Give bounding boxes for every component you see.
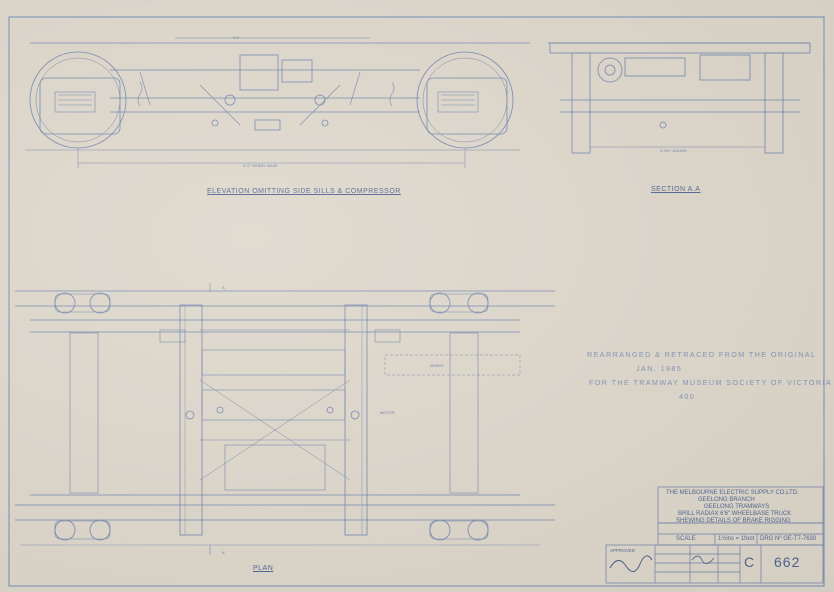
plan-label: PLAN <box>253 565 274 572</box>
section-view <box>548 42 811 154</box>
drawing-number: DRG Nº GE-T7-7630 <box>760 536 817 542</box>
title-line-3: SHEWING DETAILS OF BRAKE RIGGING <box>676 518 791 524</box>
note-line-1: REARRANGED & RETRACED FROM THE ORIGINAL <box>587 350 817 359</box>
elevation-label: ELEVATION OMITTING SIDE SILLS & COMPRESS… <box>207 188 401 195</box>
dim-section: 4'-8½" GAUGE <box>660 148 687 153</box>
dim-wheelbase: 6'-0" WHEEL BASE <box>243 163 278 168</box>
section-label: SECTION A.A <box>651 186 701 193</box>
title-line-2: BRILL RADIAX 6'6" WHEELBASE TRUCK <box>678 511 792 517</box>
company-name: THE MELBOURNE ELECTRIC SUPPLY CO.LTD. <box>666 490 799 496</box>
scale-value: 1½ins = 1foot <box>718 536 755 542</box>
branch-name: GEELONG BRANCH <box>698 497 755 503</box>
note-line-4: 400 <box>679 392 696 401</box>
plan-view <box>15 283 555 555</box>
sheet-number: 662 <box>774 554 801 570</box>
dim-top: 6'4" <box>233 35 240 40</box>
wheel-label: WHEEL <box>430 363 445 368</box>
section-marker-bottom: A <box>222 550 225 555</box>
scale-label: SCALE <box>676 536 696 542</box>
note-line-3: FOR THE TRAMWAY MUSEUM SOCIETY OF VICTOR… <box>589 378 833 387</box>
note-line-2: JAN. 1985 <box>636 364 683 373</box>
title-line-1: GEELONG TRAMWAYS <box>704 504 770 510</box>
elevation-view <box>25 37 530 168</box>
approved-label: APPROVED <box>610 548 636 553</box>
signature <box>609 555 653 572</box>
sheet-border <box>8 16 825 587</box>
sheet-letter: C <box>744 554 756 570</box>
motor-label: MOTOR <box>380 410 395 415</box>
section-marker-top: A <box>222 285 225 290</box>
title-block <box>605 486 824 584</box>
